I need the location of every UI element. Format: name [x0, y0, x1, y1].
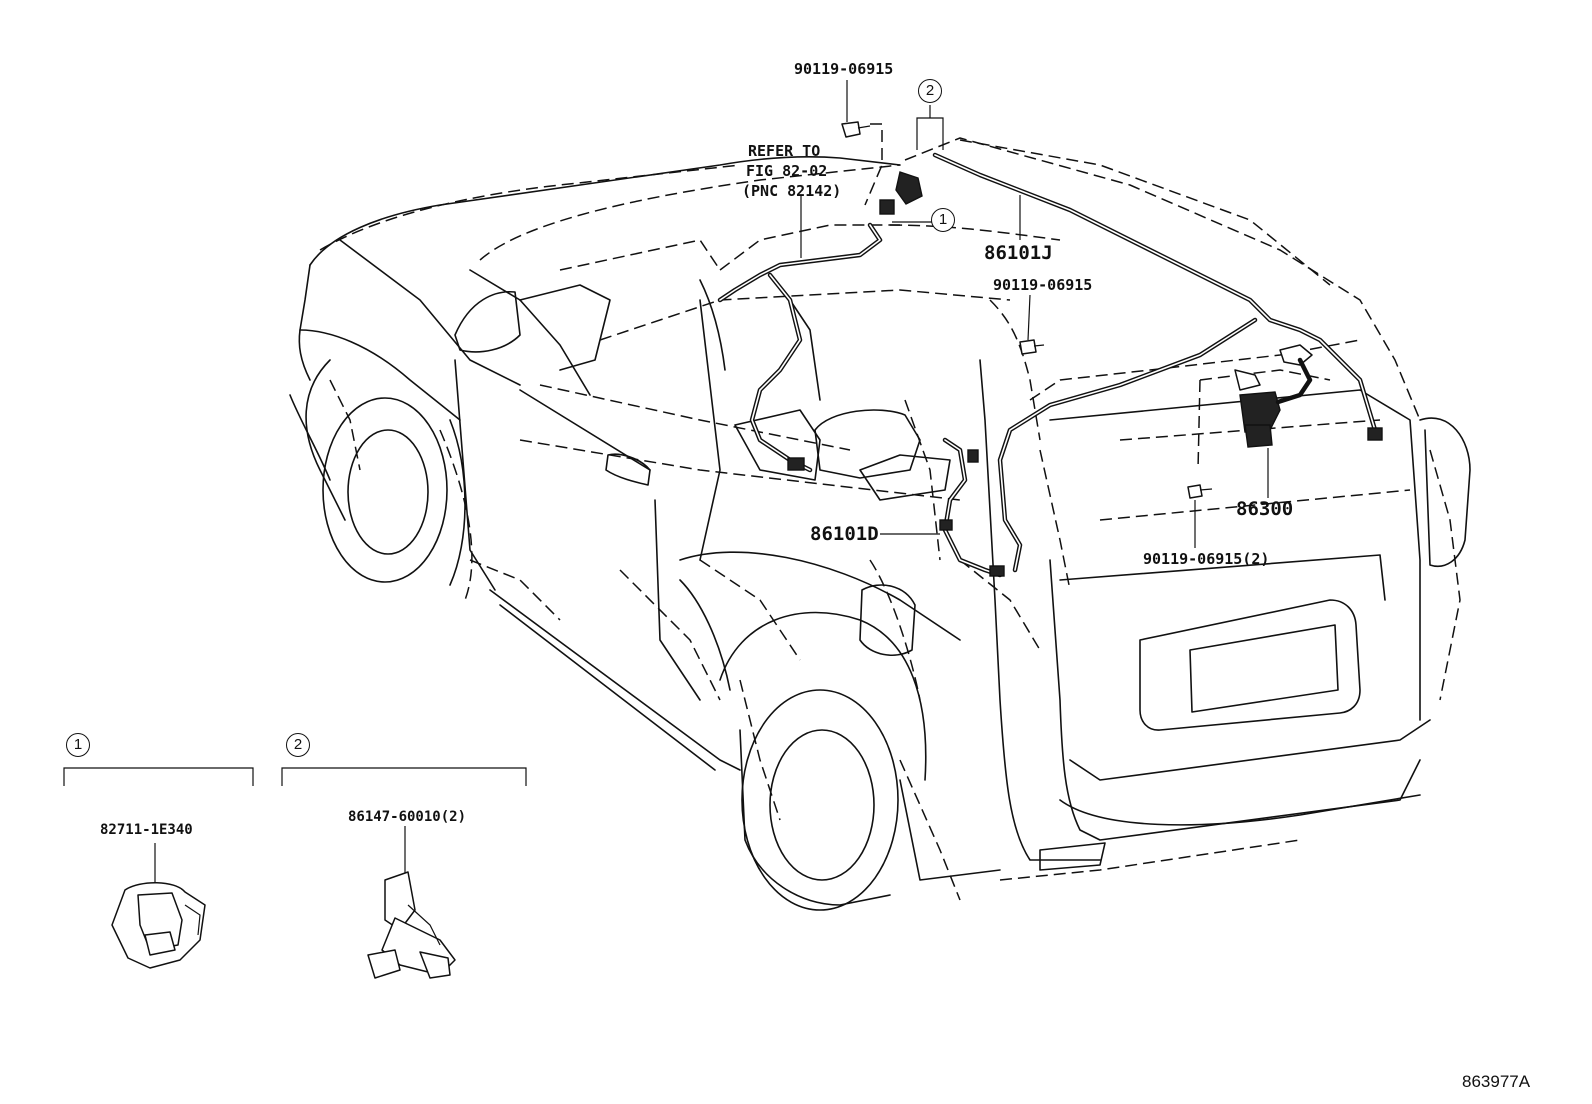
clamp-part-number: 82711-1E340 — [100, 822, 193, 838]
bolt-part-number-middle: 90119-06915 — [993, 276, 1093, 294]
wire-harness-86101J — [932, 152, 1378, 573]
clamp-82711-1e340-illustration — [111, 882, 206, 969]
bolt-part-number-rear: 90119-06915(2) — [1143, 550, 1270, 568]
bolt-part-number-top: 90119-06915 — [794, 60, 894, 78]
leader-lines — [63, 80, 1269, 890]
harness-part-number-86101j: 86101J — [984, 242, 1053, 264]
figure-reference-id: 863977A — [1462, 1072, 1531, 1091]
inset-2-marker: 2 — [286, 733, 310, 757]
callout-1-marker: 1 — [931, 208, 955, 232]
refer-note-line1: REFER TO — [748, 142, 821, 160]
inset-1-marker: 1 — [66, 733, 90, 757]
camera-part-number-86300: 86300 — [1236, 498, 1294, 520]
harness-connectors — [787, 171, 1383, 577]
harness-part-number-86101d: 86101D — [810, 523, 879, 545]
refer-note-line3: (PNC 82142) — [742, 182, 842, 200]
bolt-icons — [841, 121, 1213, 499]
callout-2-marker: 2 — [918, 79, 942, 103]
wire-harness-86101D — [717, 222, 1003, 578]
vehicle-hidden-lines — [319, 137, 1461, 901]
refer-note-line2: FIG 82-02 — [746, 162, 828, 180]
clip-part-number: 86147-60010(2) — [348, 809, 467, 825]
vehicle-body — [289, 156, 1471, 911]
camera-unit-86300 — [1234, 344, 1313, 448]
clip-86147-60010-illustration — [367, 871, 456, 979]
